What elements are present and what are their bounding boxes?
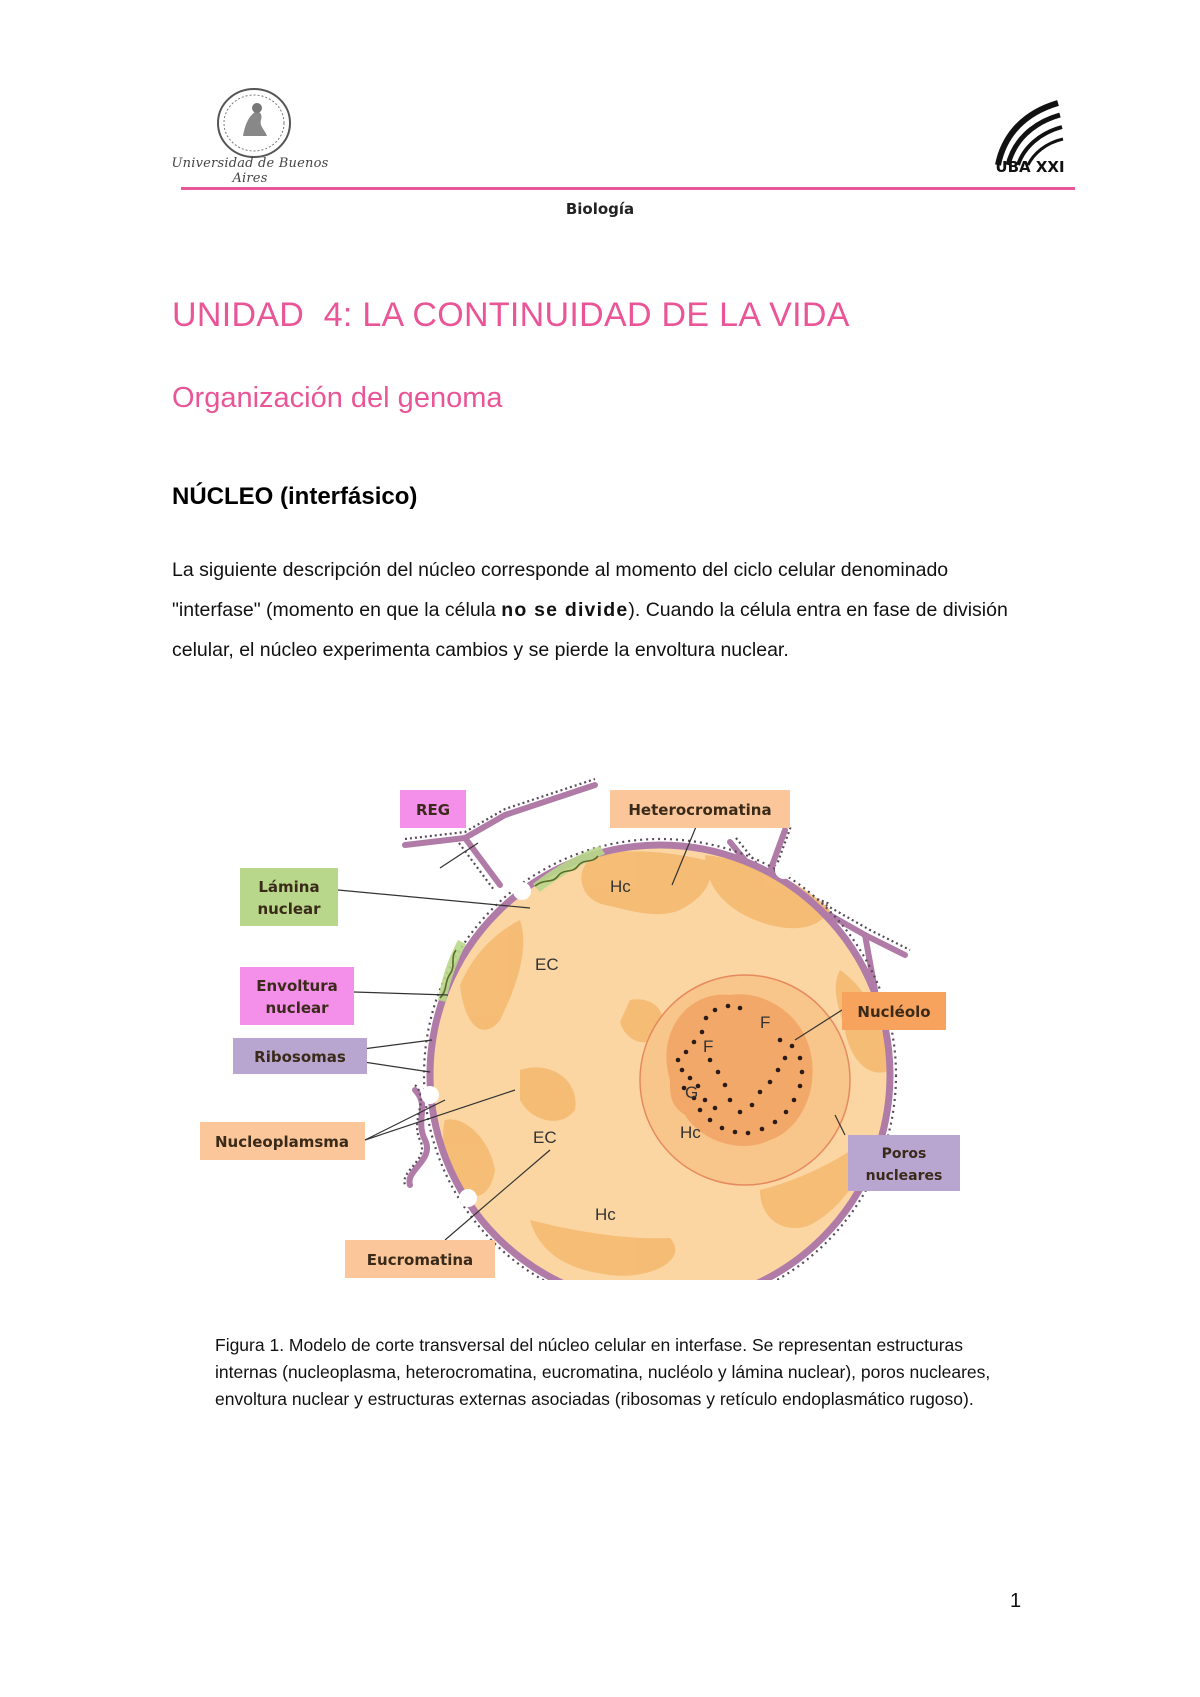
g-label: G [685, 1083, 698, 1102]
hc-bottom-label: Hc [595, 1205, 616, 1224]
label-reg: REG [400, 790, 466, 828]
header-divider [181, 187, 1075, 190]
svg-text:Nucléolo: Nucléolo [857, 1003, 930, 1021]
nucleus-diagram: Hc EC EC Hc Hc F F G REG Heterocromatina… [200, 777, 960, 1280]
intro-text-part1: La siguiente descripción del núcleo corr… [172, 559, 949, 621]
label-nucleolo: Nucléolo [842, 992, 946, 1030]
header-subject: Biología [565, 200, 635, 218]
university-seal-icon [217, 88, 291, 158]
heterochromatin-patches [443, 851, 890, 1276]
svg-text:Lámina: Lámina [258, 878, 319, 896]
unit-title: UNIDAD 4: LA CONTINUIDAD DE LA VIDA [172, 296, 850, 334]
uba-xxi-logo-icon [995, 100, 1064, 166]
nucleolus-granules [675, 1003, 805, 1136]
label-nucleoplasma: Nucleoplamsma [200, 1122, 365, 1160]
label-ribosomas: Ribosomas [233, 1038, 367, 1074]
f-label-right: F [760, 1013, 770, 1032]
svg-text:nuclear: nuclear [257, 900, 321, 918]
svg-text:Ribosomas: Ribosomas [254, 1048, 346, 1066]
ec-top-label: EC [535, 955, 559, 974]
leader-lines [316, 804, 846, 1241]
nuclear-envelope [426, 841, 894, 1280]
f-label-left: F [703, 1037, 713, 1056]
label-poros-nucleares: Poros nucleares [848, 1135, 960, 1191]
university-signature: Universidad de Buenos Aires [171, 156, 329, 186]
label-envoltura-nuclear: Envoltura nuclear [240, 967, 354, 1025]
label-eucromatina: Eucromatina [345, 1240, 495, 1278]
subsection-title: NÚCLEO (interfásico) [172, 483, 418, 510]
page-number: 1 [1010, 1590, 1022, 1612]
hc-nucleolus-label: Hc [680, 1123, 701, 1142]
svg-text:REG: REG [416, 801, 450, 819]
svg-text:nuclear: nuclear [265, 999, 329, 1017]
uba-xxi-logo-text: UBA XXI [995, 158, 1065, 176]
svg-text:Poros: Poros [882, 1146, 927, 1162]
svg-text:nucleares: nucleares [866, 1168, 943, 1184]
svg-text:Eucromatina: Eucromatina [367, 1251, 473, 1269]
hc-top-label: Hc [610, 877, 631, 896]
svg-text:Nucleoplamsma: Nucleoplamsma [215, 1133, 349, 1151]
label-heterocromatina: Heterocromatina [610, 790, 790, 828]
label-lamina-nuclear: Lámina nuclear [240, 868, 338, 926]
ec-bottom-label: EC [533, 1128, 557, 1147]
intro-text-bold: no se divide [501, 599, 629, 621]
section-title: Organización del genoma [172, 382, 503, 414]
intro-text-part2: ). Cuando la célula entra en fase de div… [172, 599, 1008, 661]
svg-text:Heterocromatina: Heterocromatina [628, 801, 771, 819]
svg-text:Envoltura: Envoltura [256, 977, 338, 995]
ribosomes-dots [422, 837, 898, 1280]
intro-paragraph: La siguiente descripción del núcleo corr… [172, 550, 1032, 670]
figure-caption: Figura 1. Modelo de corte transversal de… [215, 1335, 991, 1409]
